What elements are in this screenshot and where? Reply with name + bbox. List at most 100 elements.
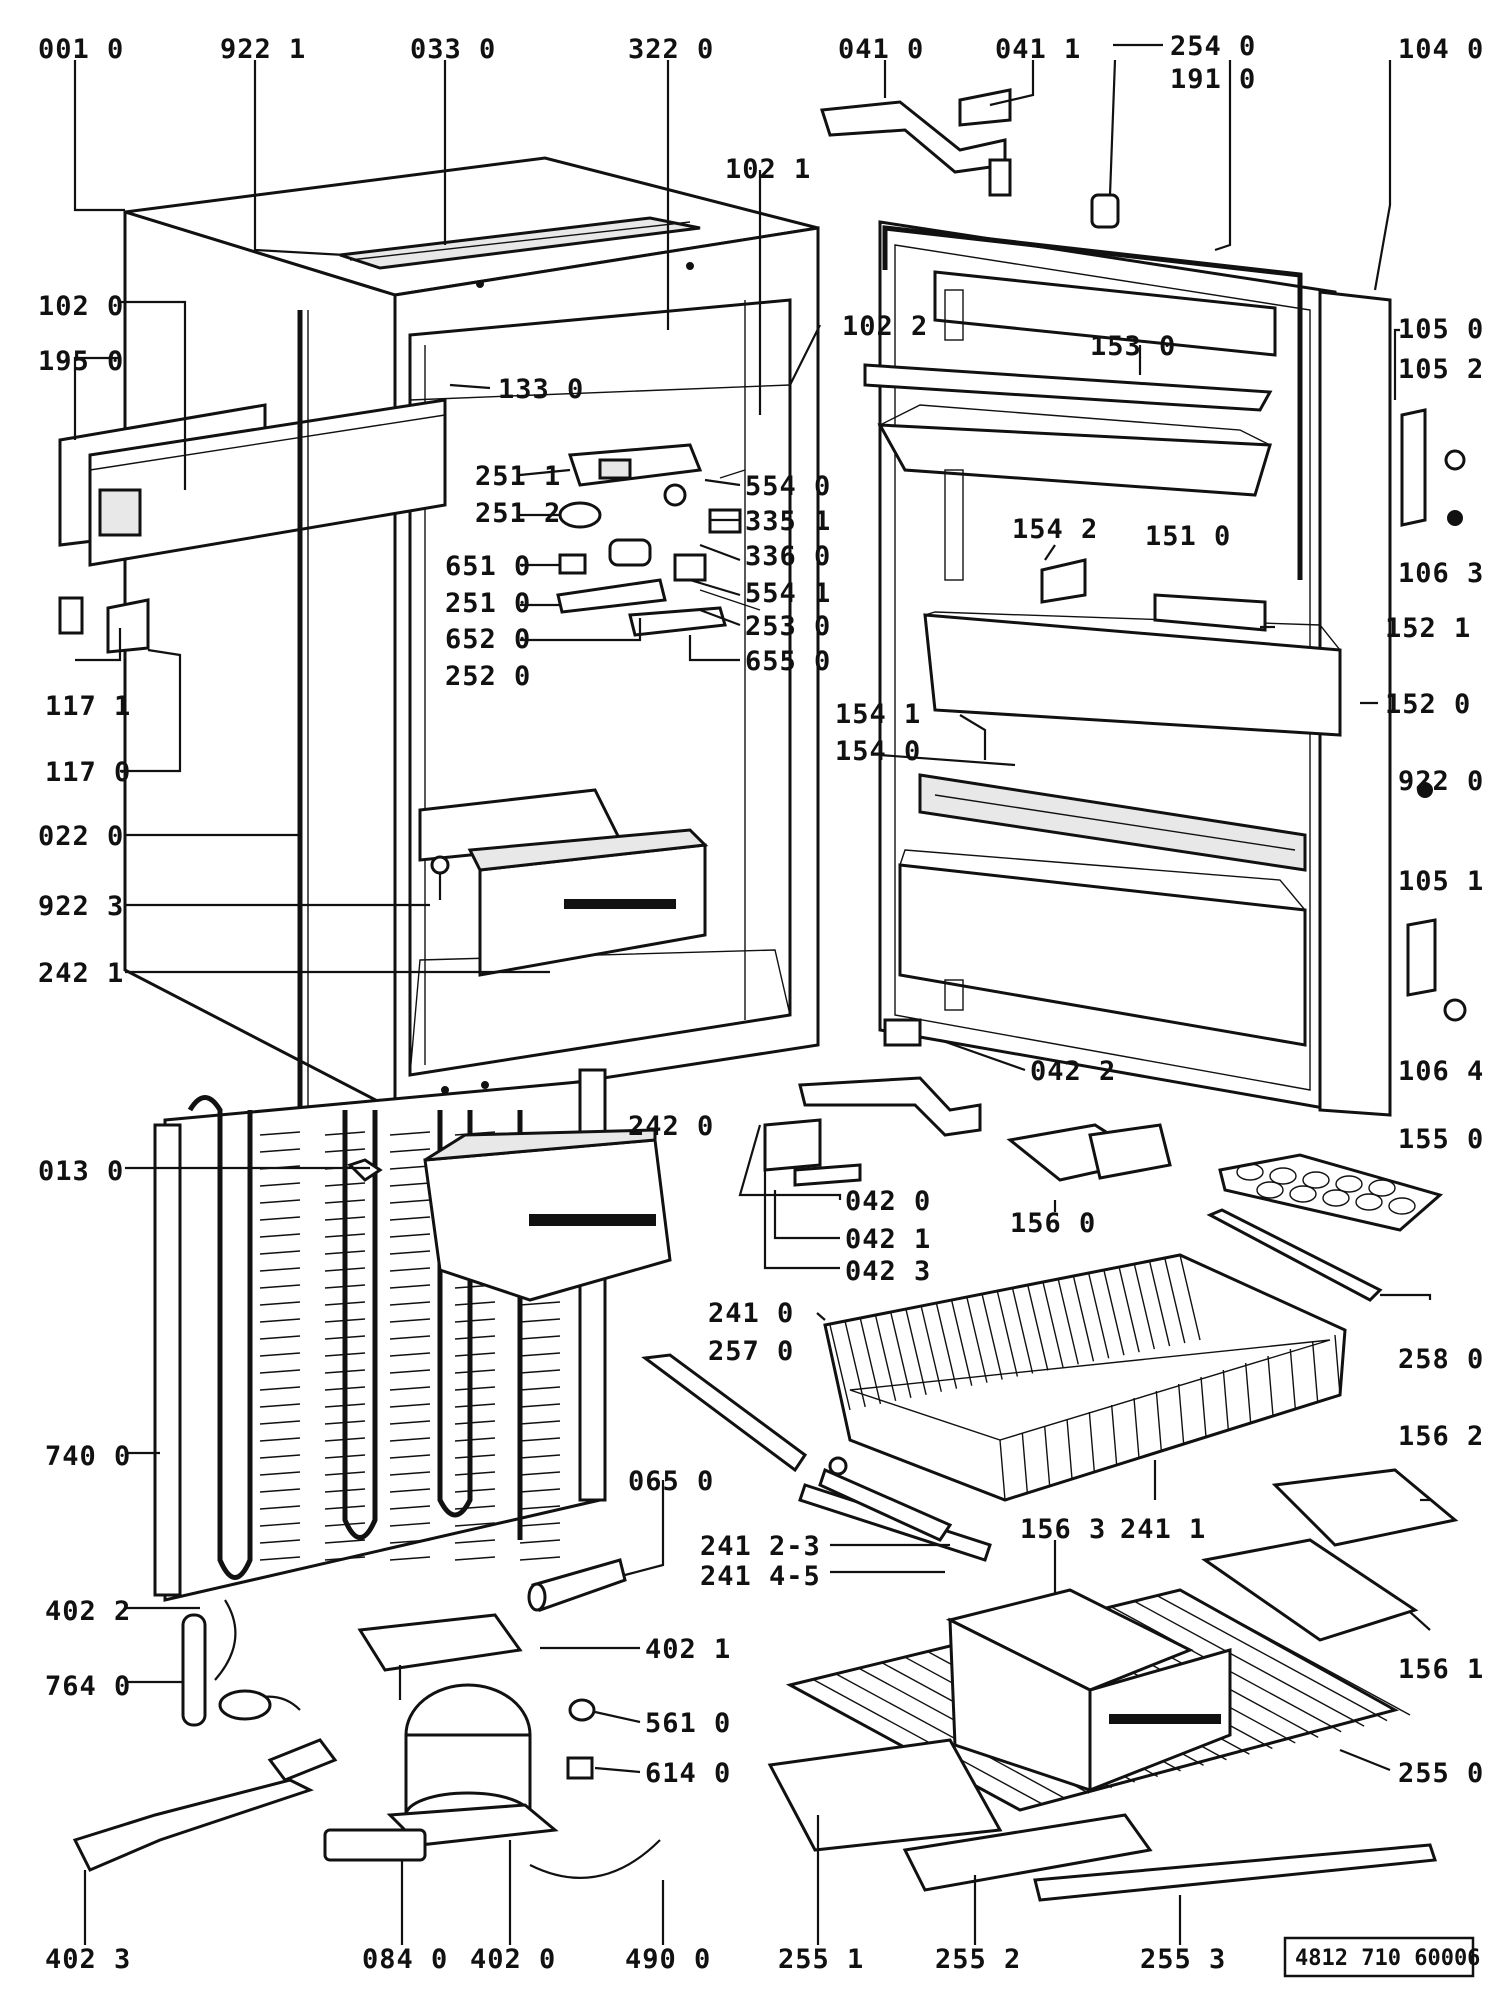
- label-655-0: 655 0: [745, 646, 831, 677]
- label-402-2: 402 2: [45, 1596, 131, 1627]
- inner-crisper: [418, 788, 709, 977]
- label-156-1: 156 1: [1398, 1654, 1484, 1685]
- label-554-0: 554 0: [745, 471, 831, 502]
- label-257-0: 257 0: [708, 1336, 794, 1367]
- label-764-0: 764 0: [45, 1671, 131, 1702]
- crisper-cover-156-3: [945, 1588, 1232, 1793]
- label-102-1: 102 1: [725, 154, 811, 185]
- label-084-0: 084 0: [362, 1944, 448, 1975]
- label-561-0: 561 0: [645, 1708, 731, 1739]
- label-490-0: 490 0: [625, 1944, 711, 1975]
- label-001-0: 001 0: [38, 34, 124, 65]
- top-hinge: [820, 88, 1012, 197]
- label-041-0: 041 0: [838, 34, 924, 65]
- label-251-1: 251 1: [475, 461, 561, 492]
- label-614-0: 614 0: [645, 1758, 731, 1789]
- label-255-3: 255 3: [1140, 1944, 1226, 1975]
- label-022-0: 022 0: [38, 821, 124, 852]
- label-154-2: 154 2: [1012, 514, 1098, 545]
- label-013-0: 013 0: [38, 1156, 124, 1187]
- label-155-0: 155 0: [1398, 1124, 1484, 1155]
- label-033-0: 033 0: [410, 34, 496, 65]
- filter-dryer: [181, 1599, 301, 1727]
- mounting-plate: [72, 1738, 338, 1872]
- label-322-0: 322 0: [628, 34, 714, 65]
- label-104-0: 104 0: [1398, 34, 1484, 65]
- label-042-2: 042 2: [1030, 1056, 1116, 1087]
- label-402-1: 402 1: [645, 1634, 731, 1665]
- label-254-0: 254 0: [1170, 31, 1256, 62]
- leader-lines: [73, 43, 1432, 1945]
- label-152-1: 152 1: [1385, 613, 1471, 644]
- label-241-45: 241 4-5: [700, 1561, 821, 1592]
- label-651-0: 651 0: [445, 551, 531, 582]
- label-153-0: 153 0: [1090, 331, 1176, 362]
- label-065-0: 065 0: [628, 1466, 714, 1497]
- label-402-0: 402 0: [470, 1944, 556, 1975]
- door-stop: [1090, 193, 1120, 229]
- label-042-1: 042 1: [845, 1224, 931, 1255]
- basket-241: [823, 1253, 1347, 1502]
- label-253-0: 253 0: [745, 611, 831, 642]
- label-255-2: 255 2: [935, 1944, 1021, 1975]
- part-labels: 001 0 922 1 033 0 322 0 041 0 041 1 254 …: [38, 31, 1484, 1975]
- label-042-0: 042 0: [845, 1186, 931, 1217]
- label-402-3: 402 3: [45, 1944, 131, 1975]
- basket-wires: [829, 1254, 1341, 1501]
- thermostat-assembly: [556, 443, 761, 637]
- label-242-1: 242 1: [38, 958, 124, 989]
- label-922-3: 922 3: [38, 891, 124, 922]
- strip-258: [1206, 1208, 1383, 1302]
- label-042-3: 042 3: [845, 1256, 931, 1287]
- label-242-0: 242 0: [628, 1111, 714, 1142]
- label-102-0: 102 0: [38, 291, 124, 322]
- label-554-1: 554 1: [745, 578, 831, 609]
- control-panel: [58, 398, 447, 567]
- label-154-0: 154 0: [835, 736, 921, 767]
- reference-box: 4812 710 60006: [1283, 1936, 1480, 1978]
- egg-tray-155: [1218, 1153, 1444, 1232]
- butter-dish-156: [1006, 1123, 1172, 1182]
- label-652-0: 652 0: [445, 624, 531, 655]
- label-336-0: 336 0: [745, 541, 831, 572]
- label-117-1: 117 1: [45, 691, 131, 722]
- lower-shelves-255: [767, 1738, 1438, 1902]
- label-156-3: 156 3: [1020, 1514, 1106, 1545]
- label-740-0: 740 0: [45, 1441, 131, 1472]
- label-152-0: 152 0: [1385, 689, 1471, 720]
- label-105-0: 105 0: [1398, 314, 1484, 345]
- label-251-2: 251 2: [475, 498, 561, 529]
- label-156-0: 156 0: [1010, 1208, 1096, 1239]
- label-106-3: 106 3: [1398, 558, 1484, 589]
- dryer-tube: [527, 1558, 627, 1612]
- label-195-0: 195 0: [38, 346, 124, 377]
- rails-241: [798, 1456, 992, 1562]
- bottom-hinge: [763, 1018, 982, 1187]
- egg-cups: [1236, 1163, 1416, 1215]
- label-251-0: 251 0: [445, 588, 531, 619]
- hinge-parts: [58, 596, 150, 654]
- door-assembly: [863, 220, 1392, 1117]
- label-922-1: 922 1: [220, 34, 306, 65]
- label-102-2: 102 2: [842, 311, 928, 342]
- label-335-1: 335 1: [745, 506, 831, 537]
- label-105-2: 105 2: [1398, 354, 1484, 385]
- label-255-0: 255 0: [1398, 1758, 1484, 1789]
- door-rail-257: [641, 1353, 808, 1473]
- label-156-2: 156 2: [1398, 1421, 1484, 1452]
- label-255-1: 255 1: [778, 1944, 864, 1975]
- label-241-23: 241 2-3: [700, 1531, 821, 1562]
- ice-tray-156: [1201, 1468, 1459, 1642]
- reference-number: 4812 710 60006: [1295, 1946, 1480, 1971]
- label-151-0: 151 0: [1145, 521, 1231, 552]
- label-105-1: 105 1: [1398, 866, 1484, 897]
- label-117-0: 117 0: [45, 757, 131, 788]
- freezer-compartment: [347, 1128, 672, 1302]
- label-154-1: 154 1: [835, 699, 921, 730]
- label-241-0: 241 0: [708, 1298, 794, 1329]
- label-252-0: 252 0: [445, 661, 531, 692]
- label-106-4: 106 4: [1398, 1056, 1484, 1087]
- drain-tube: [297, 310, 309, 1145]
- label-133-0: 133 0: [498, 374, 584, 405]
